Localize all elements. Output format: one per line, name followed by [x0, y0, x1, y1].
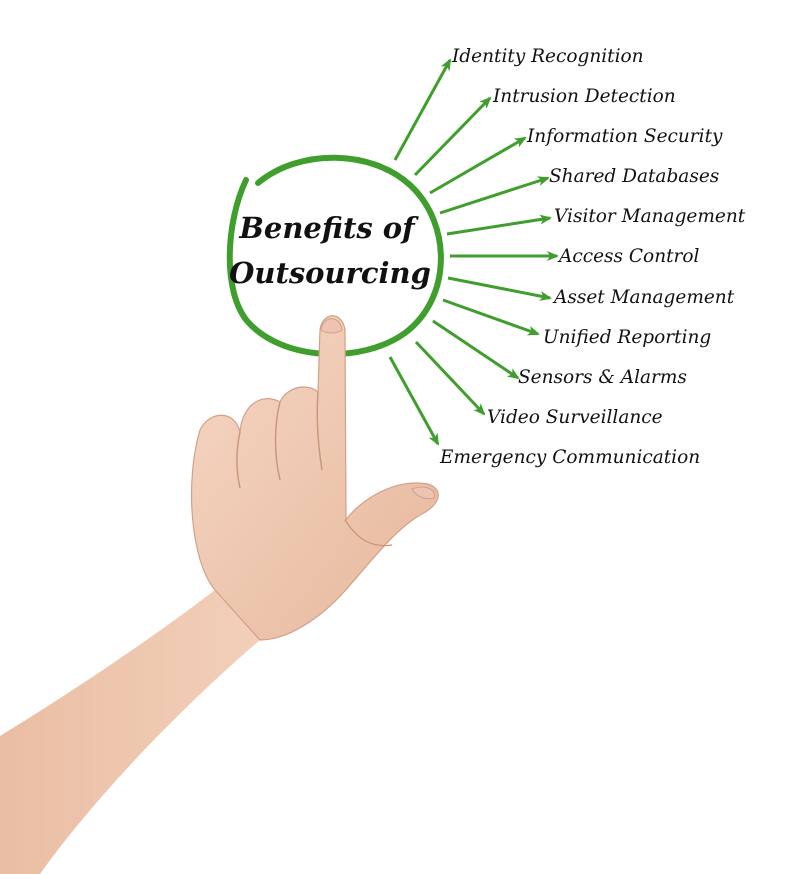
arrow-4	[439, 176, 550, 215]
benefit-label: Intrusion Detection	[492, 86, 676, 107]
arrow-1	[393, 58, 452, 161]
benefit-label: Sensors & Alarms	[518, 367, 687, 388]
center-circle: Benefits of Outsourcing	[226, 154, 444, 358]
benefit-label: Unified Reporting	[543, 327, 711, 348]
diagram-title-line1: Benefits of	[238, 211, 419, 245]
arrow-group	[388, 58, 559, 446]
arrow-5	[446, 214, 552, 236]
arrow-9	[432, 319, 520, 380]
benefit-label: Video Surveillance	[487, 407, 663, 428]
arrow-8	[442, 298, 540, 336]
arrow-7	[447, 276, 552, 301]
benefit-label: Visitor Management	[554, 206, 746, 227]
arrow-10	[414, 340, 486, 416]
benefit-label: Shared Databases	[549, 166, 719, 187]
arrow-2	[413, 96, 492, 177]
benefit-label: Asset Management	[552, 287, 735, 308]
diagram-title-line2: Outsourcing	[229, 256, 431, 290]
arrow-11	[388, 356, 440, 446]
benefit-label: Identity Recognition	[451, 46, 644, 67]
hand-pointing-icon	[0, 315, 439, 874]
benefit-label: Emergency Communication	[439, 447, 700, 468]
benefit-label: Access Control	[557, 246, 700, 267]
benefit-label: Information Security	[526, 126, 723, 147]
arrow-3	[429, 136, 527, 195]
